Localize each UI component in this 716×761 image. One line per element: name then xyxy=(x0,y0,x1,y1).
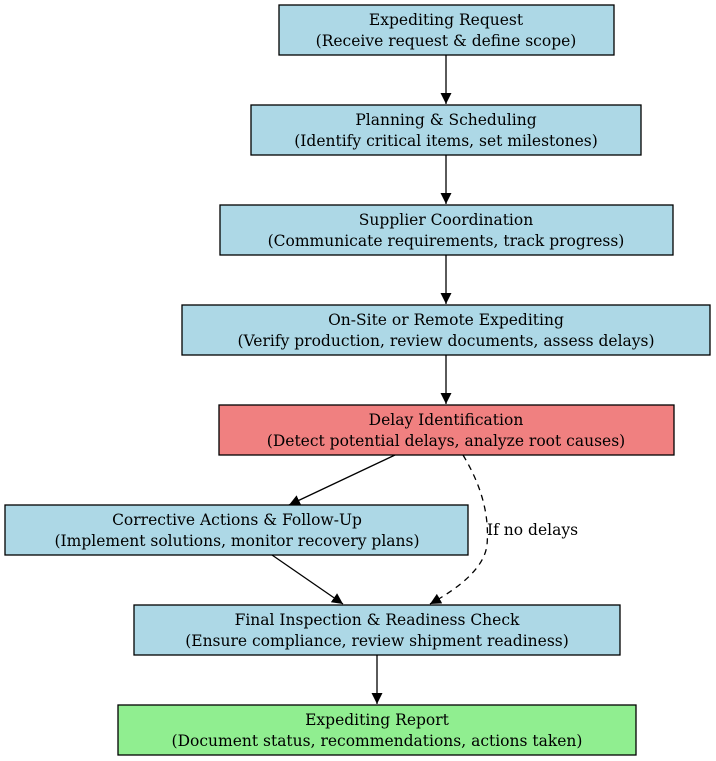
edge-label-if-no-delays: If no delays xyxy=(487,521,578,539)
edge-corrective-to-final xyxy=(271,554,344,605)
node-title: Corrective Actions & Follow-Up xyxy=(112,511,362,529)
node-subtitle: (Ensure compliance, review shipment read… xyxy=(185,632,569,650)
edge-delay-to-corrective xyxy=(288,454,396,506)
node-expediting-request: Expediting Request (Receive request & de… xyxy=(278,4,615,56)
edges: If no delays xyxy=(271,55,578,704)
node-title: Expediting Request xyxy=(369,11,524,29)
node-subtitle: (Identify critical items, set milestones… xyxy=(294,132,598,150)
node-subtitle: (Detect potential delays, analyze root c… xyxy=(267,432,625,450)
node-title: Supplier Coordination xyxy=(359,211,533,229)
node-title: Planning & Scheduling xyxy=(355,111,536,129)
node-subtitle: (Receive request & define scope) xyxy=(316,32,577,50)
node-corrective-actions: Corrective Actions & Follow-Up (Implemen… xyxy=(4,504,469,556)
node-subtitle: (Communicate requirements, track progres… xyxy=(268,232,625,250)
node-on-site-remote-expediting: On-Site or Remote Expediting (Verify pro… xyxy=(181,304,711,356)
node-expediting-report: Expediting Report (Document status, reco… xyxy=(117,704,637,756)
node-title: Expediting Report xyxy=(305,711,450,729)
node-title: On-Site or Remote Expediting xyxy=(328,311,564,329)
node-final-inspection: Final Inspection & Readiness Check (Ensu… xyxy=(133,604,621,656)
node-title: Final Inspection & Readiness Check xyxy=(235,611,520,629)
node-planning-scheduling: Planning & Scheduling (Identify critical… xyxy=(250,104,642,156)
node-delay-identification: Delay Identification (Detect potential d… xyxy=(218,404,675,456)
node-subtitle: (Verify production, review documents, as… xyxy=(237,332,654,350)
node-subtitle: (Document status, recommendations, actio… xyxy=(172,732,583,750)
node-title: Delay Identification xyxy=(369,411,524,429)
nodes: Expediting Request (Receive request & de… xyxy=(4,4,711,756)
node-supplier-coordination: Supplier Coordination (Communicate requi… xyxy=(219,204,674,256)
node-subtitle: (Implement solutions, monitor recovery p… xyxy=(54,532,419,550)
edge-delay-to-final-dashed xyxy=(429,454,489,605)
